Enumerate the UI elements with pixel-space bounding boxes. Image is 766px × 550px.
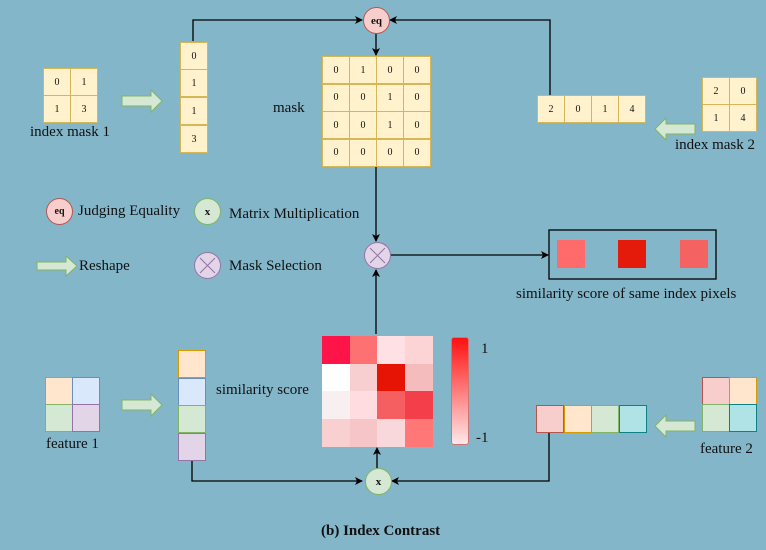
feature-1-col-cell: [178, 377, 206, 406]
similarity-cell: [349, 336, 378, 364]
similarity-cell: [404, 336, 433, 364]
legend-reshape-label: Reshape: [79, 258, 130, 274]
mask-cell: 0: [322, 56, 350, 84]
feature-1-col-cell: [178, 432, 206, 461]
similarity-cell: [322, 418, 350, 447]
feature-2-label: feature 2: [700, 441, 753, 457]
legend-matmul-label: Matrix Multiplication: [229, 206, 360, 222]
mask-cell: 1: [376, 83, 404, 112]
feature-2-cell: [729, 377, 757, 405]
reshape-arrow-mask1: [121, 88, 163, 114]
reshape-arrow-mask2: [654, 116, 696, 142]
feature-1-label: feature 1: [46, 436, 99, 452]
mask2-row-cell: 2: [537, 95, 565, 123]
colorbar: [451, 337, 469, 445]
mask-cell: 0: [376, 138, 404, 167]
feature-1-cell: [72, 404, 100, 432]
feature-2-cell: [702, 377, 730, 405]
legend-mask-selection-label: Mask Selection: [229, 258, 322, 274]
colorbar-min-label: -1: [476, 430, 489, 446]
mask2-row-cell: 1: [591, 95, 619, 123]
index-mask-2-label: index mask 2: [675, 137, 755, 153]
eq-operator: eq: [363, 7, 390, 34]
legend-matmul-icon: x: [194, 198, 221, 225]
mask-cell: 0: [403, 111, 431, 139]
mask-label: mask: [273, 100, 305, 116]
feature-1-cell: [45, 404, 73, 432]
mask-cell: 0: [349, 83, 377, 112]
mask1-col-cell: 1: [180, 69, 208, 97]
similarity-cell: [377, 418, 405, 447]
mask1-col-cell: 1: [180, 97, 208, 125]
selected-scores-box: [548, 229, 717, 280]
similarity-cell: [349, 391, 378, 419]
feature-1-col-cell: [178, 350, 206, 378]
figure-title: (b) Index Contrast: [321, 523, 441, 539]
mask1-cell: 0: [43, 68, 71, 96]
mask-cell: 1: [376, 111, 404, 139]
mask1-cell: 1: [43, 95, 71, 123]
feature-2-cell: [702, 404, 730, 432]
line-feat1-to-x: [191, 460, 363, 485]
similarity-cell: [377, 336, 405, 364]
mask-selection-operator: [364, 242, 391, 269]
similarity-score-label: similarity score: [216, 382, 309, 398]
similarity-cell: [322, 391, 350, 419]
mask1-col-cell: 3: [180, 125, 208, 153]
mask-cell: 1: [349, 56, 377, 84]
mask-cell: 0: [403, 83, 431, 112]
similarity-cell: [322, 363, 350, 392]
similarity-cell: [404, 391, 433, 419]
selected-scores-label: similarity score of same index pixels: [516, 286, 737, 302]
mask-cell: 0: [322, 111, 350, 139]
similarity-cell: [377, 391, 405, 419]
selected-score-swatch: [618, 240, 646, 268]
matmul-operator: x: [365, 468, 392, 495]
feature-1-cell: [45, 377, 73, 405]
mask1-cell: 1: [70, 68, 98, 96]
mask2-cell: 1: [702, 104, 730, 132]
selected-score-swatch: [680, 240, 708, 268]
index-mask-1-label: index mask 1: [30, 124, 110, 140]
mask-cell: 0: [349, 138, 377, 167]
mask2-cell: 4: [729, 104, 757, 132]
legend-eq-label: Judging Equality: [78, 203, 181, 219]
legend-mask-selection-icon: [194, 252, 221, 279]
feature-2-row-cell: [618, 405, 647, 433]
feature-2-cell: [729, 404, 757, 432]
legend-eq-icon: eq: [46, 198, 73, 225]
similarity-cell: [404, 418, 433, 447]
feature-1-col-cell: [178, 405, 206, 433]
mask-cell: 0: [349, 111, 377, 139]
feature-2-row-cell: [563, 405, 592, 433]
line-mask2-to-eq: [389, 16, 551, 95]
similarity-cell: [349, 418, 378, 447]
similarity-cell: [322, 336, 350, 364]
similarity-cell: [404, 363, 433, 392]
similarity-cell: [349, 363, 378, 392]
reshape-arrow-feature2: [654, 413, 696, 439]
feature-1-cell: [72, 377, 100, 405]
mask2-cell: 0: [729, 77, 757, 105]
mask2-row-cell: 0: [564, 95, 592, 123]
similarity-cell: [377, 363, 405, 392]
line-feat2-to-x: [391, 432, 550, 485]
colorbar-max-label: 1: [481, 341, 489, 357]
mask-cell: 0: [322, 83, 350, 112]
mask-cell: 0: [403, 56, 431, 84]
mask-cell: 0: [376, 56, 404, 84]
line-mask1-to-eq: [192, 16, 363, 41]
mask-cell: 0: [322, 138, 350, 167]
mask-cell: 0: [403, 138, 431, 167]
mask2-cell: 2: [702, 77, 730, 105]
feature-2-row-cell: [591, 405, 619, 433]
mask1-col-cell: 0: [180, 42, 208, 70]
reshape-arrow-legend: [36, 254, 78, 278]
mask1-cell: 3: [70, 95, 98, 123]
feature-2-row-cell: [536, 405, 564, 433]
mask2-row-cell: 4: [618, 95, 646, 123]
selected-score-swatch: [557, 240, 585, 268]
reshape-arrow-feature1: [121, 392, 163, 418]
